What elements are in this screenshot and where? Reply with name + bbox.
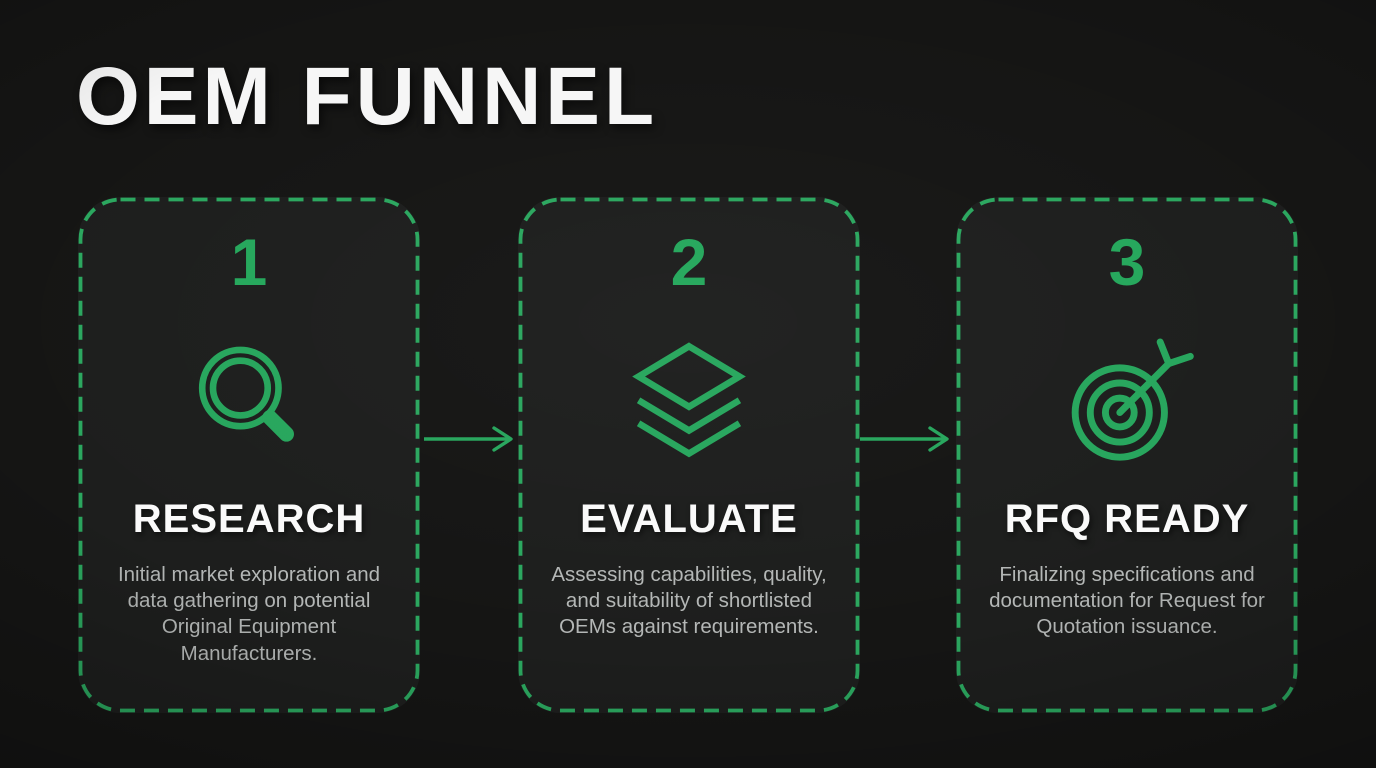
arrow-right-icon: [423, 424, 519, 454]
step-number: 3: [1108, 225, 1146, 299]
step-number: 2: [670, 225, 708, 299]
step-card-research: 1 RESEARCH Initial market exploration an…: [78, 197, 420, 713]
arrow-right-icon: [859, 424, 955, 454]
page-title: OEM FUNNEL: [76, 51, 659, 142]
step-description: Assessing capabilities, quality, and sui…: [551, 563, 827, 639]
step-title: EVALUATE: [580, 497, 798, 541]
step-description: Finalizing specifications and documentat…: [989, 563, 1265, 639]
step-card-evaluate: 2 EVALUATE Assessing capabilities, quali…: [518, 197, 860, 713]
layers-stack-icon: [617, 329, 761, 473]
target-arrow-icon: [1055, 329, 1199, 473]
magnifier-search-icon: [177, 329, 321, 473]
step-title: RFQ READY: [1004, 497, 1250, 541]
step-number: 1: [230, 225, 268, 299]
step-description: Initial market exploration and data gath…: [117, 563, 381, 665]
step-card-rfq-ready: 3 RFQ READY Finalizing specifications an…: [956, 197, 1298, 713]
step-title: RESEARCH: [132, 497, 366, 541]
